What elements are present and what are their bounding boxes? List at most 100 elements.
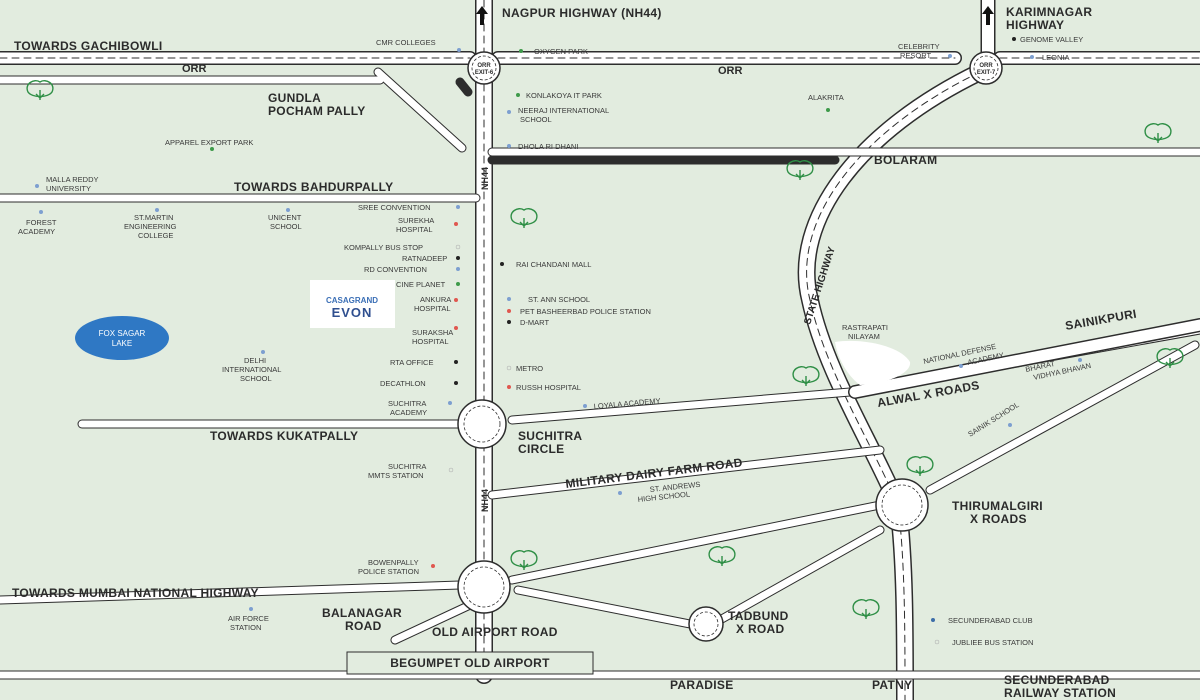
orr-label-left: ORR	[182, 63, 207, 75]
poi-dot-icon	[507, 309, 511, 313]
poi-alakrita: ALAKRITA	[808, 93, 844, 102]
poi-oxygen: OXYGEN PARK	[534, 47, 588, 56]
tree-icon	[852, 599, 880, 619]
poi-rta: RTA OFFICE	[390, 358, 433, 367]
poi-standrews-2: HIGH SCHOOL	[637, 490, 690, 504]
poi-forest-1: FOREST	[26, 218, 57, 227]
poi-dot-icon	[1030, 55, 1034, 59]
tree-icon	[26, 80, 54, 100]
poi-stmartin-3: COLLEGE	[138, 231, 173, 240]
poi-dot-icon	[618, 491, 622, 495]
poi-cineplanet: CINE PLANET	[396, 280, 446, 289]
poi-delhi-2: INTERNATIONAL	[222, 365, 281, 374]
suchitra-label-1: SUCHITRA	[518, 429, 582, 443]
poi-bowenpally-2: POLICE STATION	[358, 567, 419, 576]
poi-stmartin-2: ENGINEERING	[124, 222, 177, 231]
logo-project: EVON	[332, 305, 373, 320]
poi-dot-icon	[456, 282, 460, 286]
poi-russh: RUSSH HOSPITAL	[516, 383, 581, 392]
poi-apparel: APPAREL EXPORT PARK	[165, 138, 253, 147]
poi-airforce-2: STATION	[230, 623, 261, 632]
poi-dots	[35, 37, 1082, 645]
suchitra-label-2: CIRCLE	[518, 442, 564, 456]
towards-bahdurpally-label: TOWARDS BAHDURPALLY	[234, 180, 394, 194]
tadbund-label-1: TADBUND	[728, 609, 789, 623]
bolaram-label: BOLARAM	[874, 153, 937, 167]
tree-icon	[510, 208, 538, 228]
roundabout-icon	[457, 399, 507, 449]
nagpur-highway-label: NAGPUR HIGHWAY (NH44)	[502, 6, 662, 20]
paradise-label: PARADISE	[670, 678, 734, 692]
poi-suchitra-acad-1: SUCHITRA	[388, 399, 426, 408]
balanagar-label-1: BALANAGAR	[322, 606, 402, 620]
tree-icon	[1144, 123, 1172, 143]
poi-dmart: D-MART	[520, 318, 549, 327]
poi-konlakoya: KONLAKOYA IT PARK	[526, 91, 602, 100]
tree-icon	[786, 160, 814, 180]
orr-exit7-label-1: ORR	[979, 63, 993, 69]
old-airport-road-label: OLD AIRPORT ROAD	[432, 625, 558, 639]
poi-metro: METRO	[516, 364, 543, 373]
poi-dot-icon	[286, 208, 290, 212]
poi-pet-police: PET BASHEERBAD POLICE STATION	[520, 307, 651, 316]
poi-bowenpally-1: BOWENPALLY	[368, 558, 419, 567]
gundla-label-2: POCHAM PALLY	[268, 104, 366, 118]
poi-forest-2: ACADEMY	[18, 227, 55, 236]
thirumalgiri-label-2: X ROADS	[970, 512, 1027, 526]
poi-delhi-1: DELHI	[244, 356, 266, 365]
karimnagar-label-1: KARIMNAGAR	[1006, 5, 1092, 19]
secunderabad-label-2: RAILWAY STATION	[1004, 686, 1116, 700]
poi-dot-icon	[959, 364, 963, 368]
poi-dot-icon	[454, 222, 458, 226]
poi-celebrity-2: RESORT	[900, 51, 932, 60]
begumpet-box	[346, 651, 594, 675]
poi-dot-icon	[519, 49, 523, 53]
poi-dot-icon	[456, 267, 460, 271]
north-arrow-icon	[476, 6, 488, 25]
poi-surekha-1: SUREKHA	[398, 216, 434, 225]
poi-stmartin-1: ST.MARTIN	[134, 213, 173, 222]
poi-dot-icon	[155, 208, 159, 212]
lake-label-2: LAKE	[112, 339, 132, 348]
poi-ankura-2: HOSPITAL	[414, 304, 451, 313]
poi-jubilee: JUBLIEE BUS STATION	[952, 638, 1033, 647]
poi-dot-icon	[35, 184, 39, 188]
poi-dot-icon	[454, 298, 458, 302]
poi-dot-icon	[948, 54, 952, 58]
tree-icon	[510, 550, 538, 570]
poi-dot-icon	[448, 467, 454, 473]
poi-stann: ST. ANN SCHOOL	[528, 295, 590, 304]
north-arrow-icon	[982, 6, 994, 25]
poi-dot-icon	[826, 108, 830, 112]
orr-label-right: ORR	[718, 65, 743, 77]
tadbund-label-2: X ROAD	[736, 622, 785, 636]
roundabout-icon	[688, 606, 724, 642]
poi-neeraj-2: SCHOOL	[520, 115, 552, 124]
nh44-lower-label: NH44	[480, 489, 490, 512]
poi-kompally: KOMPALLY BUS STOP	[344, 243, 423, 252]
poi-sree: SREE CONVENTION	[358, 203, 431, 212]
orr-exit6-label-2: EXIT-6	[475, 70, 494, 76]
poi-delhi-3: SCHOOL	[240, 374, 272, 383]
poi-genome: GENOME VALLEY	[1020, 35, 1083, 44]
poi-mallareddy-2: UNIVERSITY	[46, 184, 91, 193]
gundla-label-1: GUNDLA	[268, 91, 321, 105]
poi-dot-icon	[507, 110, 511, 114]
orr-exit6-label-1: ORR	[477, 63, 491, 69]
towards-gachibowli-label: TOWARDS GACHIBOWLI	[14, 39, 163, 53]
poi-surekha-2: HOSPITAL	[396, 225, 433, 234]
poi-neeraj-1: NEERAJ INTERNATIONAL	[518, 106, 609, 115]
patny-label: PATNY	[872, 678, 912, 692]
lake-label-1: FOX SAGAR	[99, 329, 146, 338]
poi-dot-icon	[507, 385, 511, 389]
poi-rastrapati-2: NILAYAM	[848, 332, 880, 341]
poi-dholaridhani: DHOLA RI DHANI	[518, 142, 578, 151]
secunderabad-label-1: SECUNDERABAD	[1004, 673, 1110, 687]
roundabout-icon	[875, 478, 929, 532]
poi-dot-icon	[500, 262, 504, 266]
poi-rastrapati-1: RASTRAPATI	[842, 323, 888, 332]
poi-airforce-1: AIR FORCE	[228, 614, 269, 623]
trees	[26, 80, 1184, 619]
poi-suchitra-mmts-1: SUCHITRA	[388, 462, 426, 471]
